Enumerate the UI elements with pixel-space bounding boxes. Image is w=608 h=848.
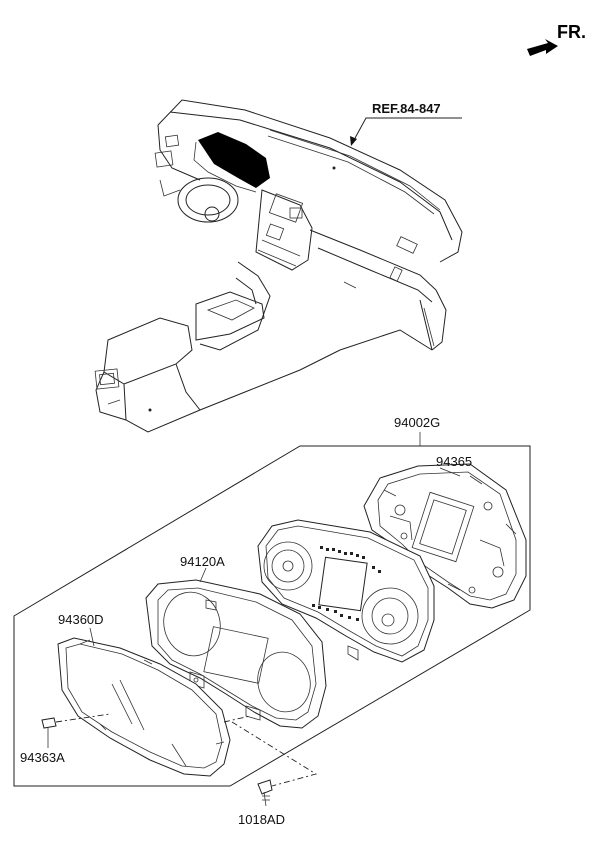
- direction-label: FR.: [557, 22, 586, 42]
- arrow-icon: [527, 39, 558, 56]
- label-94120A: 94120A: [180, 554, 225, 569]
- part-1018AD-screw: [223, 715, 318, 807]
- part-dial-panel: [257, 519, 435, 663]
- label-94363A: 94363A: [20, 750, 65, 765]
- label-94360D: 94360D: [58, 612, 104, 627]
- part-94363A-clip: [41, 713, 111, 729]
- label-1018AD: 1018AD: [238, 812, 285, 827]
- label-94365: 94365: [436, 454, 472, 469]
- reference-callout: REF.84-847: [350, 101, 462, 146]
- assembly-outline: [13, 445, 531, 787]
- front-direction-marker: FR.: [527, 22, 586, 56]
- part-94120A-frame: [145, 579, 327, 729]
- reference-label: REF.84-847: [372, 101, 441, 116]
- dashboard-illustration: [94, 99, 463, 433]
- part-94360D-glass: [57, 637, 231, 777]
- label-94002G: 94002G: [394, 415, 440, 430]
